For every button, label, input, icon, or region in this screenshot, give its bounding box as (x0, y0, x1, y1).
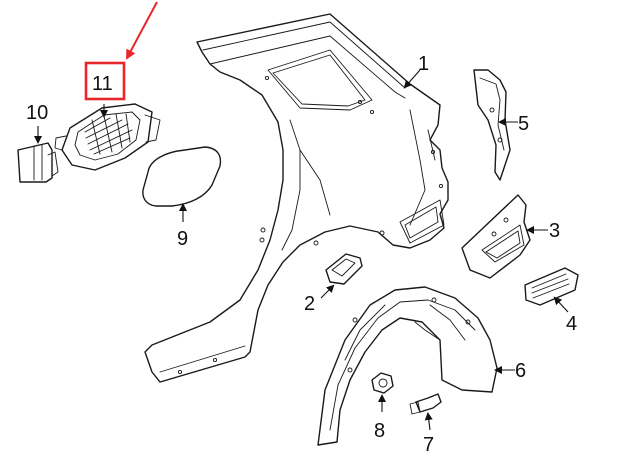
callout-1: 1 (418, 53, 429, 75)
callout-7: 7 (423, 434, 434, 456)
leader-7 (424, 412, 433, 431)
highlight-arrow (126, 1, 158, 60)
callout-5: 5 (518, 113, 529, 135)
callout-3: 3 (549, 220, 560, 242)
callout-6: 6 (515, 360, 526, 382)
callout-8: 8 (374, 420, 385, 442)
vent-grille (524, 267, 579, 306)
nut (371, 372, 394, 394)
callout-9: 9 (177, 228, 188, 250)
leader-1 (403, 69, 421, 89)
callout-2: 2 (304, 293, 315, 315)
fuel-door (142, 146, 222, 207)
callout-11: 11 (92, 73, 113, 95)
callout-11-highlight-box (84, 61, 126, 101)
quarter-panel (144, 13, 449, 383)
fuel-door-housing (54, 103, 161, 171)
push-clip (409, 393, 442, 415)
actuator (17, 142, 59, 183)
callout-4: 4 (566, 313, 577, 335)
leader-4 (553, 296, 569, 313)
wheel-liner (317, 286, 498, 446)
leader-2 (320, 284, 335, 299)
vertical-bracket (473, 69, 511, 181)
grommet (325, 253, 363, 285)
bracket-plate (461, 194, 531, 279)
callout-10: 10 (26, 102, 48, 124)
